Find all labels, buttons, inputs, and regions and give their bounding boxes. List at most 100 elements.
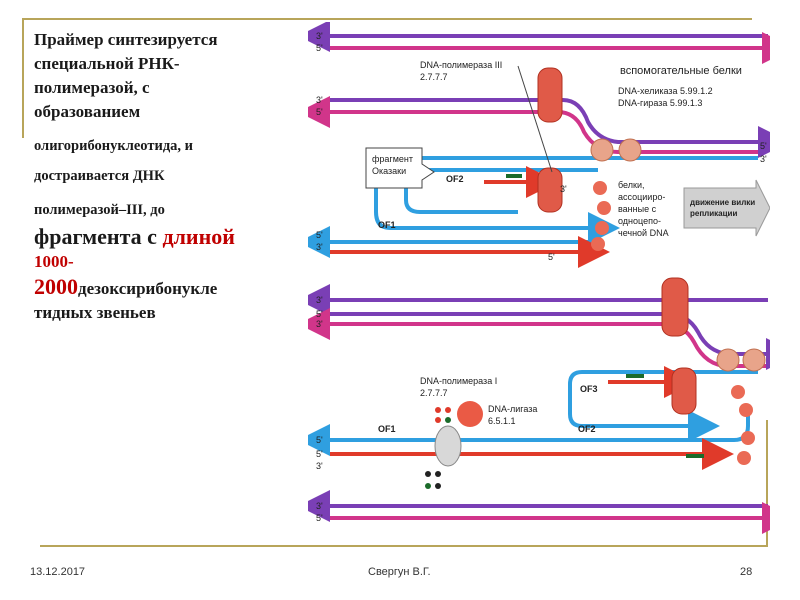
lower-labels: 3' 5' 3' 5' 5' 3' 3' 5' DNA-полимераза I…: [316, 295, 598, 523]
lower-polymerase-iii-upper: [661, 277, 689, 337]
lower-helicase-2: [742, 348, 766, 372]
fragment-red: длиной: [162, 224, 235, 249]
three-prime-label: 3': [560, 184, 567, 194]
okazaki-label-2: Оказаки: [372, 166, 406, 176]
polymerase-iii-upper: [537, 67, 563, 123]
footer-author: Свергун В.Г.: [368, 566, 431, 578]
text-line-10: 2000дезоксирибонукле: [34, 274, 319, 301]
okazaki-callout: [365, 147, 435, 189]
of1-label: OF1: [378, 220, 396, 230]
text-line-8: фрагмента с длиной: [34, 224, 319, 250]
replication-diagram: 3' 5' 3' 5' 5' 3' 5' 3' DNA-полимераза I…: [308, 22, 770, 534]
lower-strand-label-4: 5': [316, 435, 323, 445]
lower-of3-label: OF3: [580, 384, 598, 394]
lower-strand-label-1: 3': [316, 295, 323, 305]
ssb-ball-4: [591, 237, 605, 251]
helicase-ball-1: [590, 138, 614, 162]
lower-strand-label-5: 5': [316, 449, 323, 459]
strand-label-2: 5': [316, 43, 323, 53]
lower-ssb-3: [741, 431, 755, 445]
lower-polymerase-iii-lower: [671, 367, 697, 415]
upper-panel: [308, 22, 770, 268]
ssb-label-2: ассоцииро-: [618, 192, 665, 202]
text-line-11: тидных звеньев: [34, 303, 156, 322]
text-line-7: полимеразой–III, до: [34, 202, 165, 218]
strand-label-7: 5': [760, 141, 767, 151]
pol1-ec: 2.7.7.7: [420, 388, 448, 398]
lower-strand-label-8: 5': [316, 513, 323, 523]
strand-label-3: 3': [316, 95, 323, 105]
lagging-purple-strand: [330, 98, 770, 158]
ligase-label: DNA-лигаза: [488, 404, 537, 414]
strand-label-6: 3': [316, 242, 323, 252]
pol3-ec: 2.7.7.7: [420, 72, 448, 82]
strand-label-8: 3': [760, 154, 767, 164]
lower-strand-label-2: 5': [316, 309, 323, 319]
helicase-ball-2: [618, 138, 642, 162]
pol1-label: DNA-полимераза I: [420, 376, 497, 386]
helicase-label: DNA-хеликаза 5.99.1.2: [618, 86, 713, 96]
ligase-ball: [457, 401, 483, 427]
five-prime-label: 5': [548, 252, 555, 262]
top-rule: [22, 18, 752, 20]
dot-red-2: [445, 407, 451, 413]
ssb-ball-2: [597, 201, 611, 215]
lower-of2-label: OF2: [578, 424, 596, 434]
lower-blue-loop: [568, 370, 758, 442]
aux-proteins-label: вспомогательные белки: [620, 65, 742, 77]
ssb-ball-1: [593, 181, 607, 195]
lower-strand-label-3: 3': [316, 319, 323, 329]
gyrase-label: DNA-гираза 5.99.1.3: [618, 98, 702, 108]
lower-ssb-1: [731, 385, 745, 399]
text-line-4: образованием: [34, 102, 141, 121]
pol3-label: DNA-полимераза III: [420, 60, 502, 70]
lower-panel: [308, 277, 770, 534]
length-red: 2000: [34, 274, 78, 299]
text-line-9: 1000-: [34, 252, 74, 271]
dot-red-1: [435, 407, 441, 413]
lower-strand-label-6: 3': [316, 461, 323, 471]
ssb-label-4: одноцепо-: [618, 216, 661, 226]
lower-purple-strand: [330, 312, 770, 370]
right-rule: [766, 420, 768, 547]
ssb-label-3: ванные с: [618, 204, 657, 214]
dot-dark-2: [435, 471, 441, 477]
fork-arrow-shape: [683, 179, 770, 237]
dot-green-1: [445, 417, 451, 423]
footer-date: 13.12.2017: [30, 566, 86, 578]
lower-ssb-4: [737, 451, 751, 465]
dot-green-2: [425, 483, 431, 489]
strand-label-5: 5': [316, 230, 323, 240]
dot-dark-3: [435, 483, 441, 489]
bottom-rule: [40, 545, 768, 547]
of2-label: OF2: [446, 174, 464, 184]
strand-label-4: 5': [316, 107, 323, 117]
footer-page-number: 28: [740, 566, 753, 578]
length-rest: дезоксирибонукле: [78, 279, 218, 298]
text-line-3: полимеразой, с: [34, 78, 150, 97]
text-line-5: олигорибонуклеотида, и: [34, 138, 194, 154]
okazaki-label-1: фрагмент: [372, 154, 413, 164]
ligase-ec: 6.5.1.1: [488, 416, 516, 426]
fork-label-2: репликации: [690, 209, 737, 218]
fragment-prefix: фрагмента с: [34, 224, 163, 249]
polymerase-i-body: [434, 425, 462, 467]
dot-red-3: [435, 417, 441, 423]
lower-strand-label-7: 3': [316, 501, 323, 511]
ssb-label-5: чечной DNA: [618, 228, 669, 238]
pol3-pointer: [517, 65, 553, 173]
blue-inner-loop: [404, 168, 598, 214]
slide-text: Праймер синтезируется специальной РНК- п…: [34, 28, 319, 325]
text-line-2: специальной РНК-: [34, 54, 180, 73]
lower-ssb-2: [739, 403, 753, 417]
ssb-ball-3: [595, 221, 609, 235]
lower-of1-label: OF1: [378, 424, 396, 434]
lower-helicase-1: [716, 348, 740, 372]
text-line-1: Праймер синтезируется: [34, 30, 218, 49]
fork-label-1: движение вилки: [690, 198, 755, 207]
strand-label-1: 3': [316, 31, 323, 41]
lower-magenta-strand: [308, 308, 766, 368]
text-line-6: достраивается ДНК: [34, 168, 165, 184]
ssb-label-1: белки,: [618, 180, 644, 190]
dot-dark-1: [425, 471, 431, 477]
